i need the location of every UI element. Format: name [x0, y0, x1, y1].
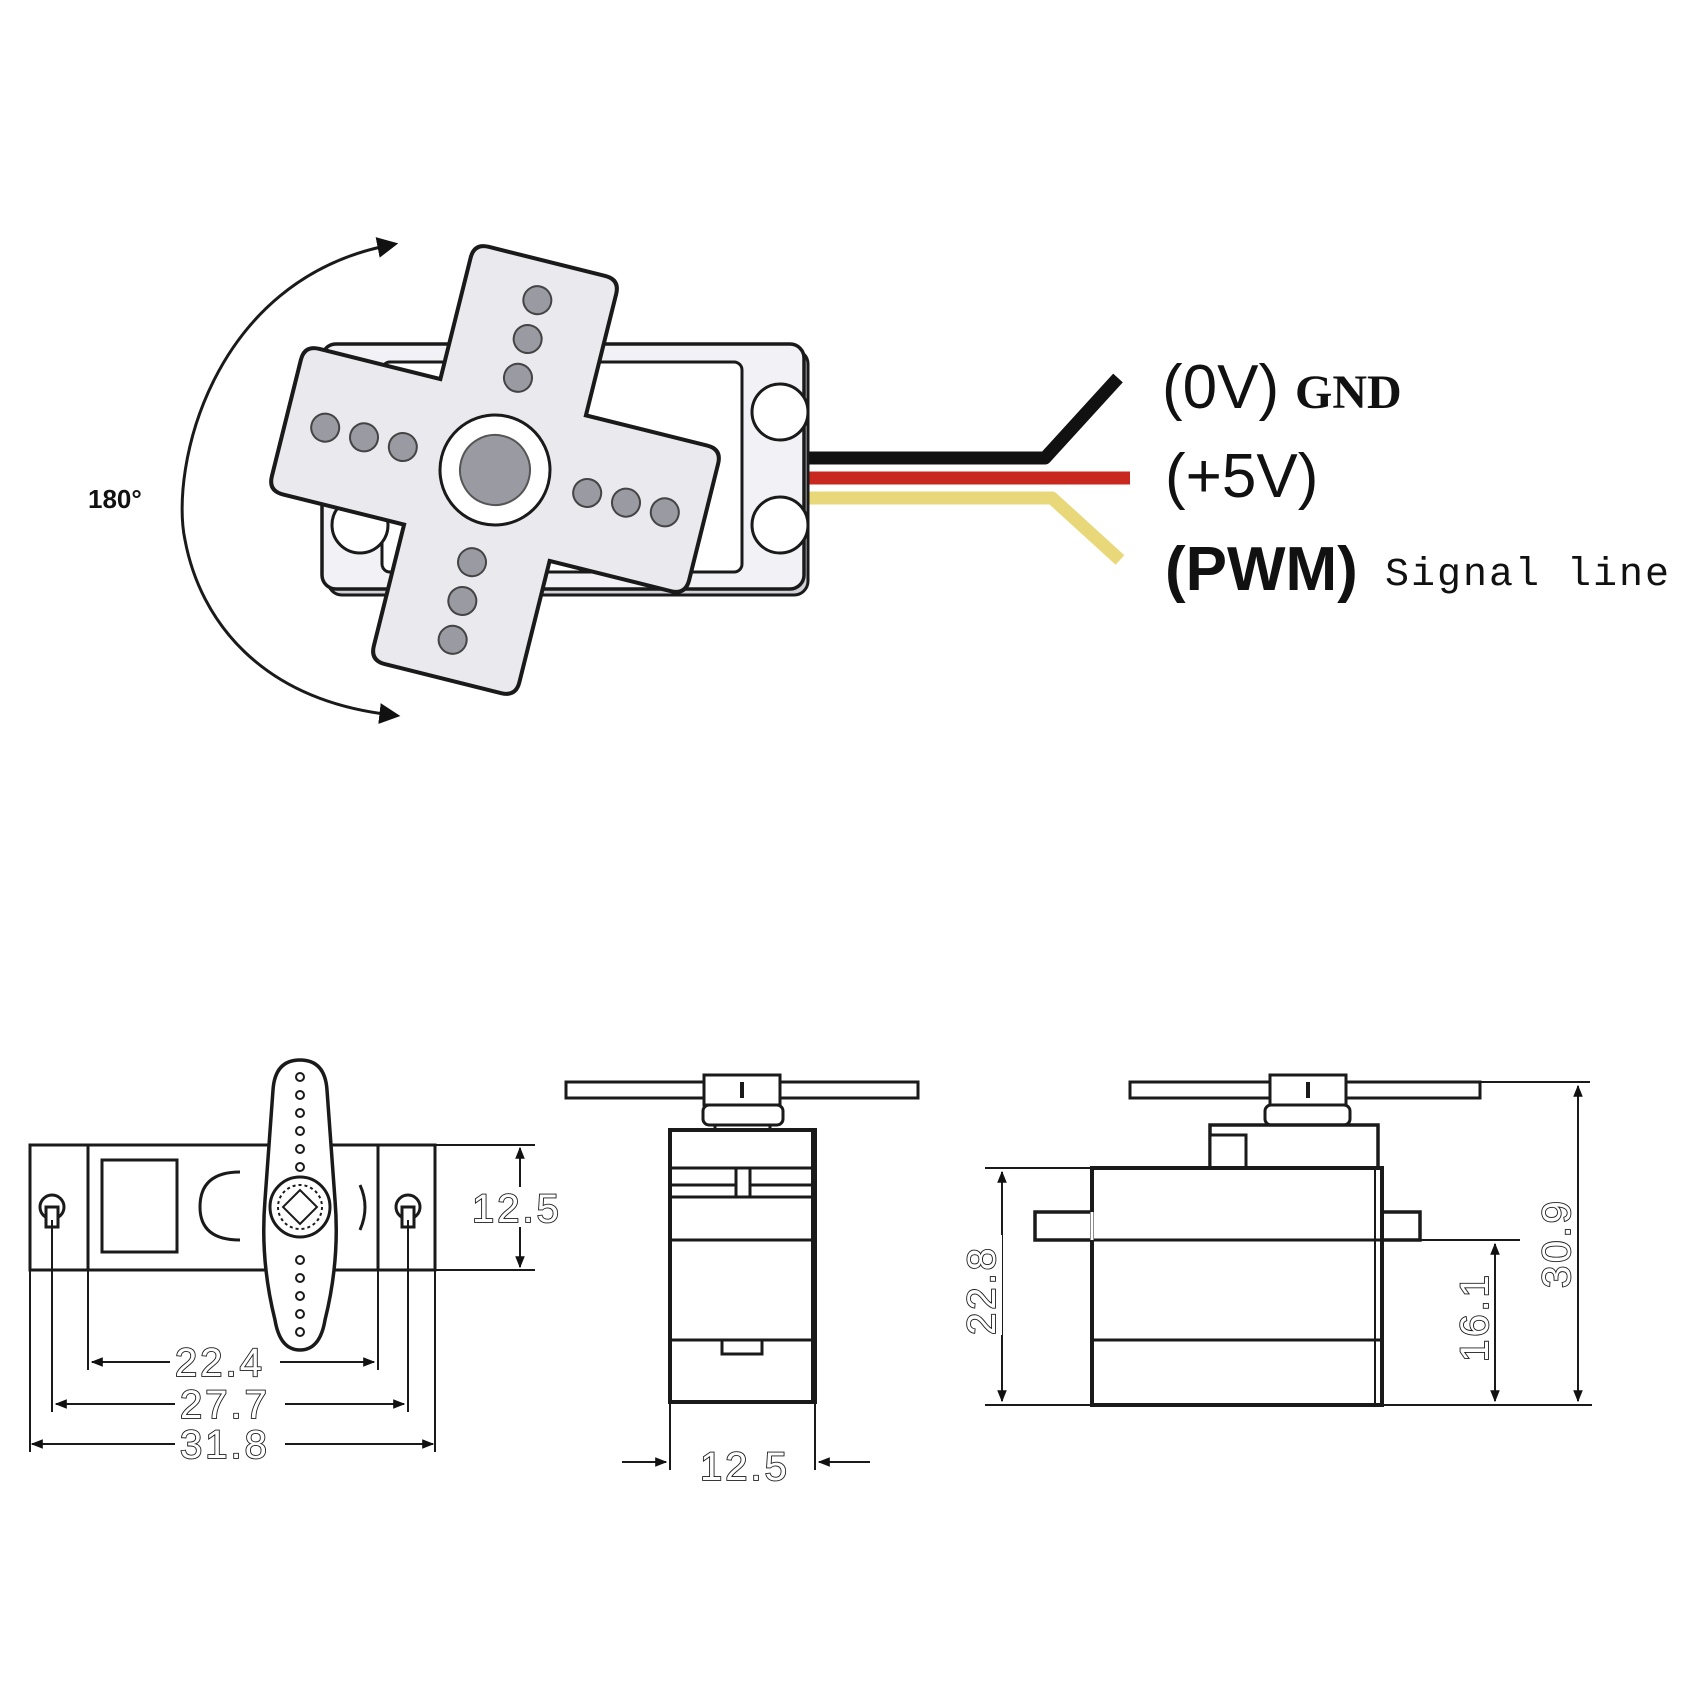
dim-front-mount-width: 27.7: [180, 1383, 270, 1427]
mount-hole-bottom: [750, 495, 810, 555]
label-vcc-prefix: (+5V): [1165, 442, 1318, 511]
mount-hole-top: [750, 382, 810, 442]
side-view: 12.5: [564, 1073, 920, 1490]
horn-shaft: [459, 434, 531, 506]
dim-profile-total-height: 30.9: [1535, 1198, 1579, 1288]
dim-profile-body-height: 22.8: [960, 1245, 1004, 1335]
front-view: 22.4 27.7 31.8 12.5: [28, 1058, 570, 1468]
dim-front-inner-width: 22.4: [175, 1341, 265, 1385]
wire-gnd: [805, 373, 1123, 465]
rotation-arc: 180°: [88, 237, 401, 725]
servo-horn: [269, 244, 721, 696]
rotation-label: 180°: [88, 484, 142, 514]
servo-top-view: 180°: [88, 237, 1671, 725]
dim-side-width: 12.5: [700, 1445, 790, 1489]
dim-front-total-width: 31.8: [180, 1423, 270, 1467]
dim-profile-tab-height: 16.1: [1453, 1272, 1497, 1362]
servo-wires: [805, 373, 1130, 565]
label-gnd-prefix: (0V): [1162, 353, 1279, 422]
dim-front-body-height: 12.5: [472, 1187, 562, 1231]
wire-labels: (0V) GND (+5V) (PWM) Signal line: [1162, 353, 1671, 604]
wire-pwm: [805, 491, 1125, 565]
label-pwm-prefix: (PWM): [1165, 535, 1358, 604]
keyhole-left: [38, 1193, 66, 1229]
profile-view: 22.8 16.1 30.9: [959, 1073, 1592, 1407]
label-gnd-name: GND: [1295, 366, 1402, 419]
label-pwm-name: Signal line: [1385, 553, 1671, 598]
horn-holes: [310, 285, 680, 655]
front-window: [100, 1158, 179, 1254]
front-horn-holes: [295, 1072, 305, 1337]
